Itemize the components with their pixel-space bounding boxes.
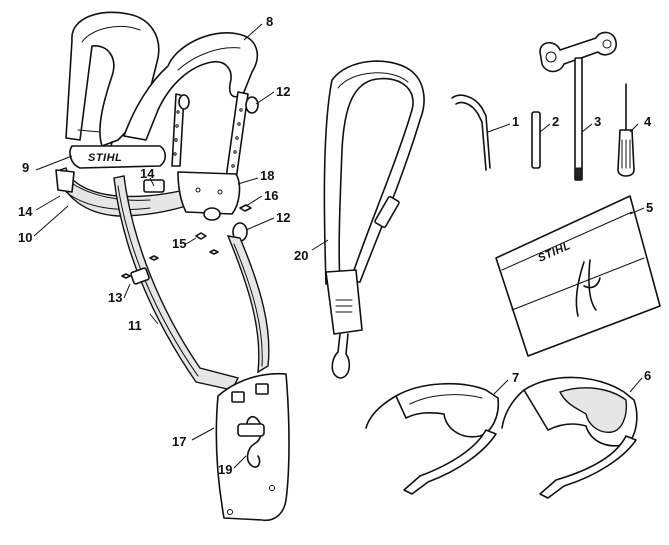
callout-17: 17 bbox=[172, 434, 186, 449]
document-pouch: STIHL bbox=[495, 195, 661, 357]
callout-13: 13 bbox=[108, 290, 122, 305]
callout-14-side: 14 bbox=[18, 204, 33, 219]
callout-15: 15 bbox=[172, 236, 186, 251]
callout-18: 18 bbox=[260, 168, 274, 183]
callout-5: 5 bbox=[646, 200, 653, 215]
harness-logo: STIHL bbox=[88, 152, 122, 164]
shoulder-strap bbox=[323, 60, 425, 379]
callout-6: 6 bbox=[644, 368, 651, 383]
callout-10: 10 bbox=[18, 230, 32, 245]
screwdriver bbox=[617, 83, 635, 177]
pin bbox=[531, 111, 541, 169]
safety-glasses-tinted bbox=[501, 376, 638, 499]
harness: STIHL bbox=[55, 11, 290, 522]
callout-20: 20 bbox=[294, 248, 308, 263]
callout-2: 2 bbox=[552, 114, 559, 129]
callout-11: 11 bbox=[128, 318, 142, 333]
callout-7: 7 bbox=[512, 370, 519, 385]
callout-4: 4 bbox=[644, 114, 652, 129]
callout-12-bottom: 12 bbox=[276, 210, 290, 225]
callouts: 8 12 9 14 14 18 10 16 12 15 20 1 2 3 4 5… bbox=[18, 14, 653, 477]
hex-key bbox=[451, 94, 491, 171]
callout-16: 16 bbox=[264, 188, 278, 203]
callout-14-belt: 14 bbox=[140, 166, 155, 181]
leader-lines bbox=[33, 23, 645, 469]
callout-1: 1 bbox=[512, 114, 519, 129]
combination-wrench bbox=[539, 31, 617, 181]
callout-3: 3 bbox=[594, 114, 601, 129]
safety-glasses-clear bbox=[365, 382, 500, 495]
callout-9: 9 bbox=[22, 160, 29, 175]
callout-19: 19 bbox=[218, 462, 232, 477]
callout-8: 8 bbox=[266, 14, 273, 29]
callout-12-top: 12 bbox=[276, 84, 290, 99]
